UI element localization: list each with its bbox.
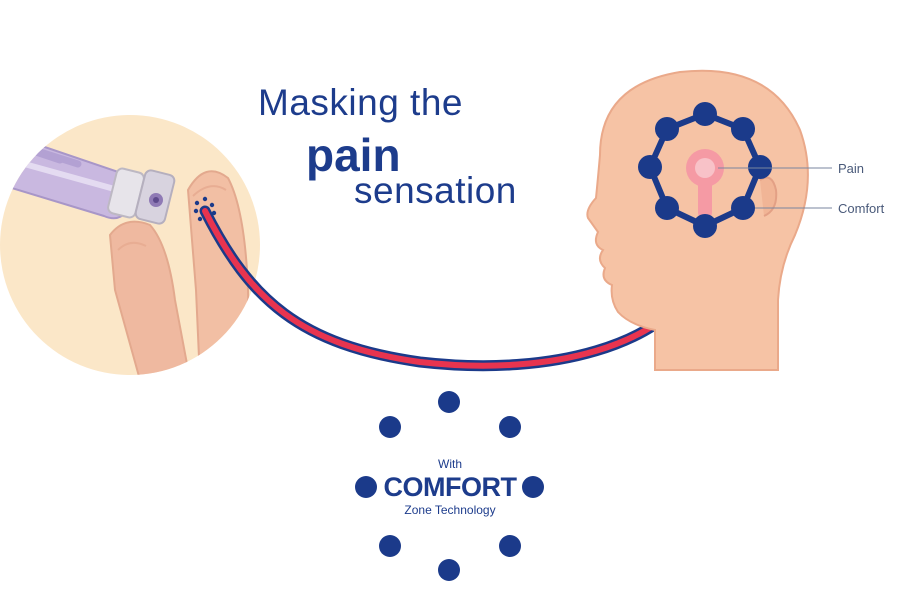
badge-zone-text: Zone Technology [404,503,496,517]
head-comfort-ring [638,102,772,238]
badge-comfort-text: COMFORT [383,472,517,502]
comfort-label: Comfort [838,201,885,216]
pain-label: Pain [838,161,865,176]
comfort-badge-dots [355,391,544,581]
headline-line-1: Masking the [258,82,463,123]
headline-line-2: pain [306,129,401,181]
brain-pain-spot [686,149,724,217]
thumb-icon [108,220,192,375]
badge-with-text: With [438,457,462,471]
headline-line-3: sensation [354,170,517,211]
